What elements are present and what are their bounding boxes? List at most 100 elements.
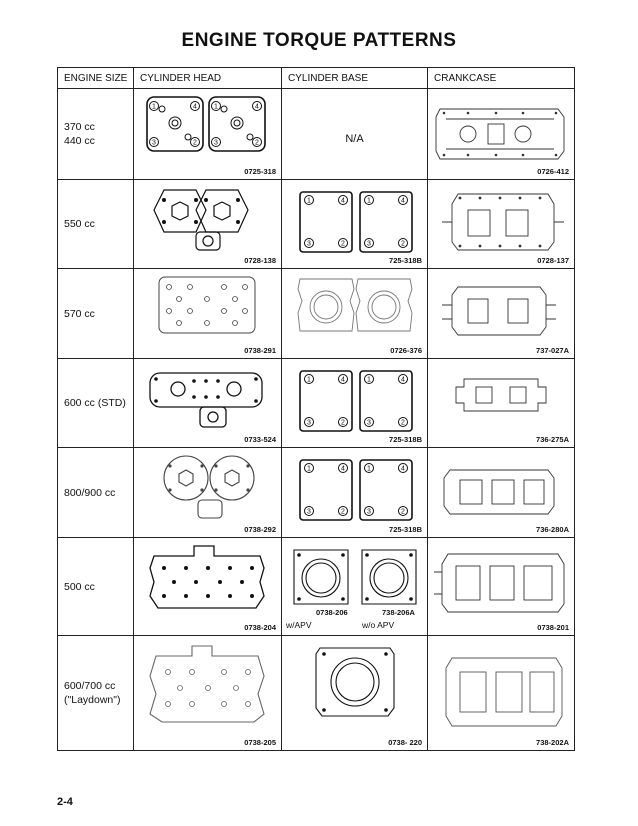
crankcase-diagram — [443, 469, 555, 515]
figure-code: 725-318B — [389, 525, 422, 534]
engine-size-cell: 550 cc — [57, 179, 134, 269]
cylinder-head-cell: 0738-204 — [133, 537, 282, 636]
figure-code: 0738-201 — [537, 623, 569, 632]
svg-text:2: 2 — [193, 140, 197, 147]
cylinder-base-diagram: 1 4 3 2 1 4 3 2 — [299, 370, 413, 432]
svg-text:3: 3 — [367, 509, 371, 516]
engine-size-cell: 800/900 cc — [57, 447, 134, 538]
figure-code: 0733-524 — [244, 435, 276, 444]
svg-text:2: 2 — [341, 420, 345, 427]
figure-code: 0738-204 — [244, 623, 276, 632]
cylinder-head-cell: 0738-292 — [133, 447, 282, 538]
cylinder-base-diagram — [315, 647, 395, 717]
svg-text:1: 1 — [367, 198, 371, 205]
cylinder-head-diagram — [163, 455, 255, 519]
svg-text:4: 4 — [341, 377, 345, 384]
crankcase-diagram — [442, 193, 564, 251]
crankcase-cell: 737-027A — [427, 268, 575, 359]
figure-code: 0728-137 — [537, 256, 569, 265]
cylinder-base-diagram: 1 4 3 2 1 4 3 2 — [299, 459, 413, 521]
figure-code: 738-206A — [382, 608, 415, 617]
cylinder-base-cell: 0738- 220 — [281, 635, 428, 751]
table-header: ENGINE SIZE CYLINDER HEAD CYLINDER BASE … — [57, 67, 575, 89]
crankcase-diagram — [434, 553, 565, 613]
cylinder-base-diagram — [293, 549, 417, 605]
svg-text:4: 4 — [401, 377, 405, 384]
cylinder-base-cell: N/A — [281, 88, 428, 180]
engine-size-label: ("Laydown") — [64, 694, 121, 706]
figure-code: 0738-291 — [244, 346, 276, 355]
figure-code: 0738-292 — [244, 525, 276, 534]
cylinder-head-cell: 0728-138 — [133, 179, 282, 269]
cylinder-head-cell: 0733-524 — [133, 358, 282, 448]
svg-text:4: 4 — [255, 104, 259, 111]
svg-text:4: 4 — [341, 466, 345, 473]
crankcase-cell: 0726-412 — [427, 88, 575, 180]
cylinder-head-diagram — [158, 276, 256, 334]
svg-text:3: 3 — [307, 420, 311, 427]
cylinder-head-diagram — [149, 545, 265, 609]
svg-text:1: 1 — [367, 466, 371, 473]
engine-size-cell: 500 cc — [57, 537, 134, 636]
crankcase-diagram — [442, 286, 556, 336]
engine-size-cell: 600/700 cc ("Laydown") — [57, 635, 134, 751]
table-row: 600/700 cc ("Laydown") 0738- — [57, 635, 575, 751]
cylinder-head-cell: 0738-205 — [133, 635, 282, 751]
figure-code: 736-275A — [536, 435, 569, 444]
svg-text:4: 4 — [341, 198, 345, 205]
svg-text:2: 2 — [341, 241, 345, 248]
figure-code: 737-027A — [536, 346, 569, 355]
cylinder-base-cell: 0726-376 — [281, 268, 428, 359]
svg-text:2: 2 — [255, 140, 259, 147]
crankcase-cell: 0728-137 — [427, 179, 575, 269]
figure-code: 738-202A — [536, 738, 569, 747]
figure-code: 0738- 220 — [388, 738, 422, 747]
engine-size-cell: 370 cc 440 cc — [57, 88, 134, 180]
crankcase-cell: 736-275A — [427, 358, 575, 448]
engine-size-label: 600 cc (STD) — [64, 397, 126, 409]
engine-size-label: 500 cc — [64, 580, 95, 593]
crankcase-diagram — [455, 378, 547, 412]
table-row: 550 cc — [57, 179, 575, 269]
col-cylinder-base: CYLINDER BASE — [281, 67, 428, 89]
svg-text:2: 2 — [401, 241, 405, 248]
figure-code: 725-318B — [389, 435, 422, 444]
cylinder-head-cell: 1 4 3 2 1 4 3 2 0725-318 — [133, 88, 282, 180]
cylinder-head-cell: 0738-291 — [133, 268, 282, 359]
engine-size-label: 800/900 cc — [64, 486, 116, 499]
svg-text:3: 3 — [307, 509, 311, 516]
svg-text:3: 3 — [367, 241, 371, 248]
figure-code: 0728-138 — [244, 256, 276, 265]
svg-text:2: 2 — [341, 509, 345, 516]
table-row: 370 cc 440 cc — [57, 88, 575, 180]
svg-text:4: 4 — [401, 198, 405, 205]
engine-size-label: 600/700 cc — [64, 680, 116, 692]
figure-code: 0726-412 — [537, 167, 569, 176]
svg-text:4: 4 — [401, 466, 405, 473]
crankcase-cell: 0738-201 — [427, 537, 575, 636]
figure-code: 736-280A — [536, 525, 569, 534]
svg-text:1: 1 — [214, 104, 218, 111]
cylinder-base-cell: 1 4 3 2 1 4 3 2 725-318B — [281, 447, 428, 538]
col-crankcase: CRANKCASE — [427, 67, 575, 89]
engine-size-label: 550 cc — [64, 218, 95, 230]
cylinder-head-diagram — [149, 645, 265, 723]
cylinder-base-cell: 0738-206 738-206A w/APV w/o APV — [281, 537, 428, 636]
svg-text:1: 1 — [307, 466, 311, 473]
svg-text:3: 3 — [214, 140, 218, 147]
engine-size-cell: 570 cc — [57, 268, 134, 359]
engine-size-label: 570 cc — [64, 307, 95, 320]
svg-text:1: 1 — [307, 377, 311, 384]
svg-text:4: 4 — [193, 104, 197, 111]
page-number: 2-4 — [57, 796, 73, 808]
figure-code: 725-318B — [389, 256, 422, 265]
engine-size-label: 370 cc — [64, 121, 95, 133]
engine-size-cell: 600 cc (STD) — [57, 358, 134, 448]
crankcase-diagram — [435, 108, 565, 160]
cylinder-head-diagram — [153, 189, 249, 251]
svg-text:1: 1 — [307, 198, 311, 205]
cylinder-base-diagram: 1 4 3 2 1 4 3 2 — [299, 191, 413, 253]
svg-text:3: 3 — [367, 420, 371, 427]
torque-pattern-table: ENGINE SIZE CYLINDER HEAD CYLINDER BASE … — [57, 67, 575, 751]
